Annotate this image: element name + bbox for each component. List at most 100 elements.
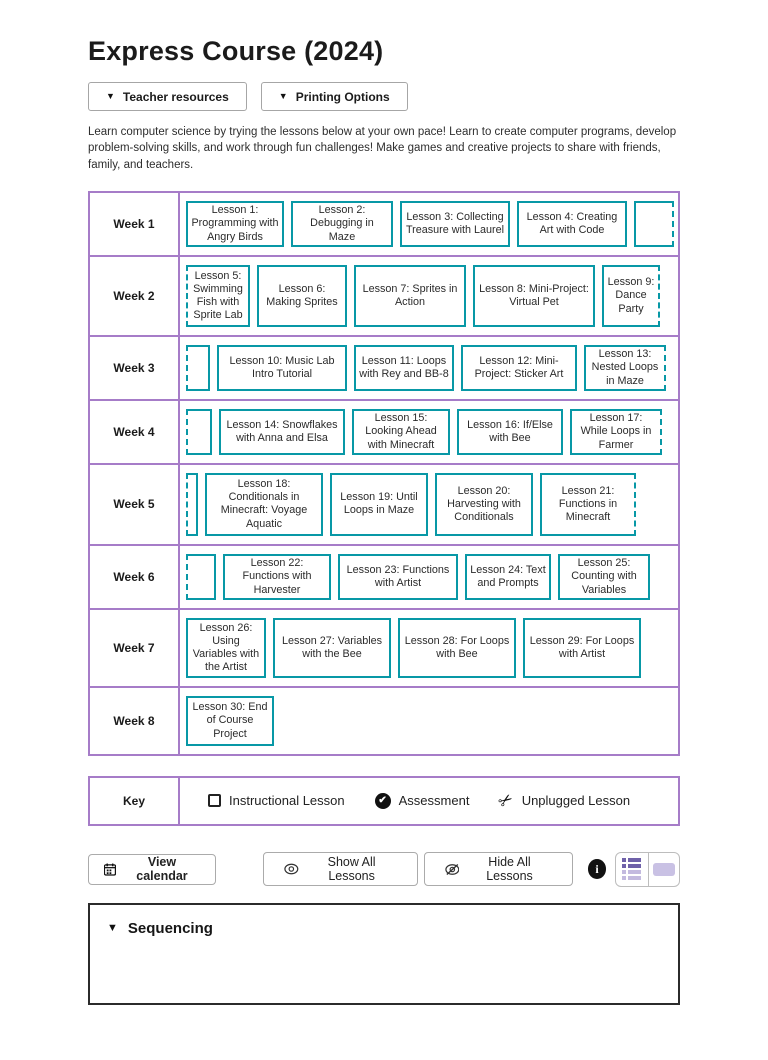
key-items: Instructional Lesson ✔ Assessment ✂ Unpl… [180, 778, 678, 824]
lesson-box[interactable]: Lesson 11: Loops with Rey and BB-8 [354, 344, 454, 391]
lesson-continuation-stub[interactable] [186, 408, 212, 455]
eye-slash-icon [444, 863, 459, 876]
sequencing-header[interactable]: ▼ Sequencing [107, 920, 661, 937]
caret-down-icon: ▼ [278, 91, 288, 101]
page-title: Express Course (2024) [88, 36, 384, 66]
week-row: Week 5 Lesson 18: Conditionals in Minecra… [90, 464, 678, 546]
hide-all-lessons-label: Hide All Lessons [486, 855, 533, 884]
week-label: Week 7 [90, 609, 180, 686]
actions-bar: View calendar Show All Lessons Hide All … [88, 851, 680, 887]
course-page: Express Course (2024) ▼ Teacher resource… [0, 36, 768, 1005]
lesson-box[interactable]: Lesson 20: Harvesting with Conditionals [435, 472, 533, 536]
key-item-instructional: Instructional Lesson [208, 793, 345, 808]
lesson-box[interactable]: Lesson 9: Dance Party [602, 264, 660, 327]
key-table: Key Instructional Lesson ✔ Assessment ✂ … [88, 775, 680, 826]
show-all-lessons-button[interactable]: Show All Lessons [263, 852, 418, 887]
week-label: Week 3 [90, 336, 180, 399]
key-item-label: Assessment [398, 793, 470, 809]
lesson-box[interactable]: Lesson 3: Collecting Treasure with Laure… [400, 200, 510, 247]
lesson-box[interactable]: Lesson 25: Counting with Variables [558, 553, 650, 600]
view-toggle [615, 851, 680, 887]
eye-icon [284, 864, 299, 875]
list-view-icon [622, 858, 642, 881]
lesson-box[interactable]: Lesson 19: Until Loops in Maze [330, 472, 428, 536]
teacher-resources-label: Teacher resources [122, 89, 229, 104]
block-view-icon [652, 862, 675, 876]
lesson-box[interactable]: Lesson 8: Mini-Project: Virtual Pet [473, 264, 595, 327]
week-label: Week 6 [90, 545, 180, 608]
lesson-box[interactable]: Lesson 21: Functions in Minecraft [540, 472, 636, 536]
week-label: Week 1 [90, 192, 180, 255]
check-circle-icon: ✔ [374, 792, 391, 809]
lesson-box[interactable]: Lesson 7: Sprites in Action [354, 264, 466, 327]
calendar-icon [104, 863, 116, 876]
key-label: Key [90, 777, 180, 824]
week-label: Week 2 [90, 256, 180, 335]
lesson-box[interactable]: Lesson 2: Debugging in Maze [291, 200, 393, 247]
scissors-icon: ✂ [494, 788, 518, 813]
lesson-continuation-stub[interactable] [186, 472, 198, 536]
sequencing-panel: ▼ Sequencing [88, 902, 680, 1005]
lesson-box[interactable]: Lesson 4: Creating Art with Code [517, 200, 627, 247]
week-label: Week 4 [90, 400, 180, 463]
sequencing-label: Sequencing [127, 919, 213, 937]
lesson-box[interactable]: Lesson 10: Music Lab Intro Tutorial [217, 344, 347, 391]
list-view-button[interactable] [616, 853, 647, 886]
lesson-box[interactable]: Lesson 26: Using Variables with the Arti… [186, 617, 266, 678]
key-item-assessment: ✔ Assessment [374, 792, 470, 809]
lesson-box[interactable]: Lesson 24: Text and Prompts [465, 553, 551, 600]
lesson-box[interactable]: Lesson 6: Making Sprites [257, 264, 347, 327]
key-item-unplugged: ✂ Unplugged Lesson [495, 789, 631, 813]
week-lessons: Lesson 14: Snowflakes with Anna and Elsa… [180, 401, 678, 463]
square-outline-icon [208, 794, 221, 808]
caret-down-icon: ▼ [106, 91, 115, 101]
lesson-continuation-stub[interactable] [634, 200, 674, 247]
lesson-box[interactable]: Lesson 13: Nested Loops in Maze [584, 344, 666, 391]
lesson-box[interactable]: Lesson 12: Mini-Project: Sticker Art [461, 344, 577, 391]
show-all-lessons-label: Show All Lessons [327, 855, 376, 884]
lesson-box[interactable]: Lesson 29: For Loops with Artist [523, 617, 641, 678]
lesson-box[interactable]: Lesson 18: Conditionals in Minecraft: Vo… [205, 472, 323, 536]
week-lessons: Lesson 30: End of Course Project [180, 688, 678, 754]
week-row: Week 3 Lesson 10: Music Lab Intro Tutoria… [90, 336, 678, 401]
printing-options-button[interactable]: ▼ Printing Options [260, 82, 408, 111]
lesson-box[interactable]: Lesson 27: Variables with the Bee [273, 617, 391, 678]
lesson-box[interactable]: Lesson 17: While Loops in Farmer [570, 408, 662, 455]
lesson-box[interactable]: Lesson 30: End of Course Project [186, 695, 274, 746]
lesson-box[interactable]: Lesson 28: For Loops with Bee [398, 617, 516, 678]
view-calendar-label: View calendar [136, 855, 188, 884]
lesson-box[interactable]: Lesson 5: Swimming Fish with Sprite Lab [186, 264, 250, 327]
lesson-continuation-stub[interactable] [186, 553, 216, 600]
lesson-box[interactable]: Lesson 16: If/Else with Bee [457, 408, 563, 455]
lesson-box[interactable]: Lesson 14: Snowflakes with Anna and Elsa [219, 408, 345, 455]
week-lessons: Lesson 26: Using Variables with the Arti… [180, 610, 678, 686]
info-icon[interactable]: i [587, 859, 607, 880]
lesson-box[interactable]: Lesson 1: Programming with Angry Birds [186, 200, 284, 247]
block-view-button[interactable] [647, 852, 679, 886]
lesson-box[interactable]: Lesson 23: Functions with Artist [338, 553, 458, 600]
course-description: Learn computer science by trying the les… [88, 126, 677, 171]
toolbar: ▼ Teacher resources ▼ Printing Options [88, 82, 680, 111]
lesson-box[interactable]: Lesson 22: Functions with Harvester [223, 553, 331, 600]
caret-down-icon: ▼ [107, 922, 118, 935]
hide-all-lessons-button[interactable]: Hide All Lessons [423, 852, 573, 887]
view-calendar-button[interactable]: View calendar [88, 853, 217, 885]
lesson-box[interactable]: Lesson 15: Looking Ahead with Minecraft [352, 408, 450, 455]
teacher-resources-button[interactable]: ▼ Teacher resources [88, 82, 247, 111]
week-label: Week 8 [90, 687, 180, 754]
week-label: Week 5 [90, 464, 180, 544]
lesson-continuation-stub[interactable] [186, 344, 210, 391]
week-lessons: Lesson 18: Conditionals in Minecraft: Vo… [180, 465, 678, 544]
key-item-label: Unplugged Lesson [521, 793, 631, 809]
key-item-label: Instructional Lesson [229, 793, 345, 809]
